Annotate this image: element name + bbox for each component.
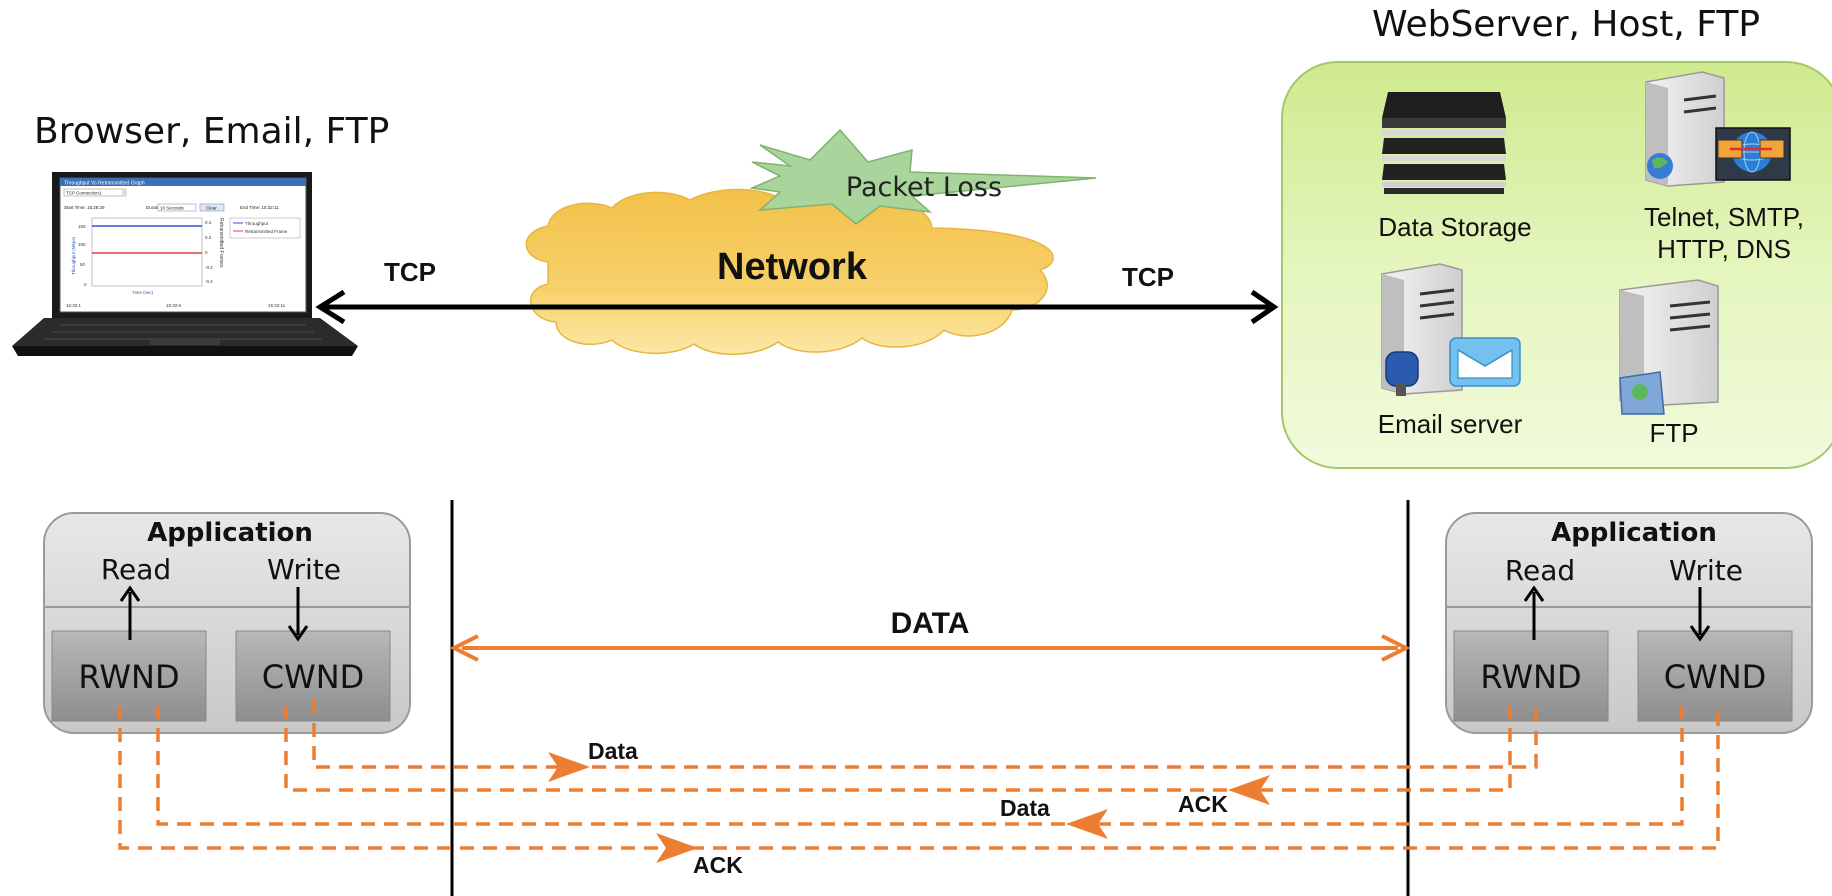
screen-ytick: 100 (78, 242, 86, 247)
network-cloud (525, 188, 1054, 355)
screen-ytick: 50 (80, 262, 86, 267)
screen-duration: Duration: (146, 205, 164, 210)
screen-start-time: Start Time: 15:28:29 (64, 205, 105, 210)
screen-legend-throughput: Throughput (245, 221, 269, 226)
right-app-write: Write (1669, 554, 1743, 587)
server-panel (1281, 61, 1832, 469)
flow-data-label-2: Data (1000, 795, 1050, 821)
screen-x-label: Time (sec) (132, 290, 154, 295)
left-app-title: Application (147, 518, 313, 548)
screen-y2tick: 0.4 (205, 220, 212, 225)
tcp-label-right: TCP (1122, 262, 1174, 292)
right-app-read: Read (1505, 554, 1575, 587)
left-application-box (43, 512, 411, 734)
left-app-write: Write (267, 553, 341, 586)
laptop-screen: Throughput Vs Retransmitted Graph TCP Co… (60, 178, 306, 308)
right-rwnd-label: RWND (1480, 658, 1581, 696)
ftp-label: FTP (1649, 418, 1698, 448)
screen-xtick: 15:32:6 (166, 303, 182, 308)
screen-legend-retrans: Retransmitted Frame (245, 229, 288, 234)
flow-data-label-1: Data (588, 738, 638, 764)
right-read-arrowhead (1523, 585, 1545, 602)
data-storage-label: Data Storage (1378, 212, 1531, 242)
screen-ytick: 0 (84, 282, 87, 287)
left-read-arrowhead (119, 585, 141, 602)
data-arrowhead-2 (1066, 809, 1108, 839)
email-server-label: Email server (1378, 409, 1523, 439)
flow-data-path-1 (312, 700, 1538, 769)
left-write-arrowhead (287, 625, 309, 642)
screen-end-time: End Time: 15:32:11 (240, 205, 279, 210)
tcp-arrowhead-left (315, 289, 346, 325)
right-write-arrowhead (1689, 625, 1711, 642)
screen-window-title: Throughput Vs Retransmitted Graph (64, 181, 145, 187)
ack-arrowhead-1 (1228, 775, 1270, 805)
data-arrowhead-right (1381, 634, 1411, 662)
tcp-arrowhead-right (1250, 289, 1279, 325)
left-cwnd-label: CWND (262, 658, 365, 696)
server-title: WebServer, Host, FTP (1372, 4, 1760, 45)
email-server-icon (1381, 263, 1521, 396)
screen-ytick: 150 (78, 224, 86, 229)
ack-arrowhead-2 (656, 833, 698, 863)
packet-loss-label: Packet Loss (846, 172, 1002, 203)
screen-dropdown: TCP Connection1 (66, 191, 102, 196)
flow-data-path-2 (156, 705, 1684, 826)
screen-duration-value: 10 Seconds (160, 206, 185, 211)
screen-y2-label: Retransmitted Frames (218, 218, 224, 268)
screen-clear-button: Clear (206, 206, 217, 211)
telnet-server-icon (1645, 71, 1791, 187)
network-label: Network (717, 246, 868, 288)
left-app-read: Read (101, 553, 171, 586)
flow-ack-path-1 (284, 705, 1512, 792)
screen-xtick: 15:32:11 (268, 303, 286, 308)
telnet-label-line2: HTTP, DNS (1657, 234, 1791, 264)
flow-ack-label-2: ACK (693, 852, 743, 878)
flow-ack-path-2 (118, 705, 1720, 850)
telnet-label-line1: Telnet, SMTP, (1644, 202, 1804, 232)
screen-y2tick: -0.2 (205, 265, 213, 270)
client-title: Browser, Email, FTP (34, 111, 389, 152)
tcp-label-left: TCP (384, 257, 436, 287)
flow-ack-label-1: ACK (1178, 791, 1228, 817)
screen-y2tick: 0.2 (205, 235, 212, 240)
data-arrowhead-1 (548, 752, 590, 782)
ftp-server-icon (1619, 279, 1719, 415)
screen-y2tick: 0 (205, 250, 208, 255)
screen-y2tick: -0.4 (205, 279, 213, 284)
left-rwnd-label: RWND (78, 658, 179, 696)
data-storage-icon (1382, 92, 1506, 194)
right-app-title: Application (1551, 518, 1717, 548)
data-arrowhead-left (449, 634, 479, 662)
screen-y-label: Throughput (Mbps) (71, 236, 76, 275)
packet-loss-burst (749, 128, 1097, 225)
screen-xtick: 15:32:1 (66, 303, 82, 308)
data-main-label: DATA (891, 607, 970, 640)
right-application-box (1445, 512, 1813, 734)
right-cwnd-label: CWND (1664, 658, 1767, 696)
